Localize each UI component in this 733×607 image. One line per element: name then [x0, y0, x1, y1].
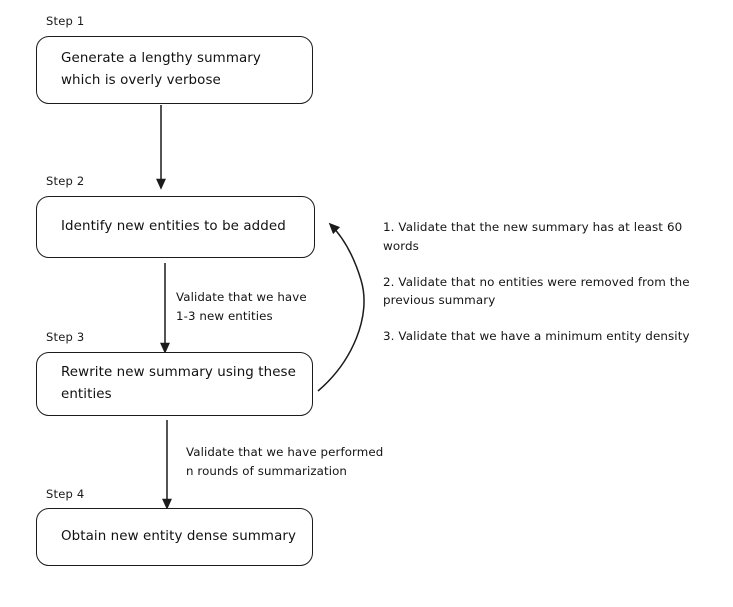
step-label-1: Step 1: [46, 14, 85, 28]
node-step-1[interactable]: Generate a lengthy summary which is over…: [36, 36, 313, 104]
node-step-3-text: Rewrite new summary using these entities: [61, 365, 296, 402]
node-step-1-text: Generate a lengthy summary which is over…: [61, 51, 261, 88]
node-step-3[interactable]: Rewrite new summary using these entities: [36, 352, 313, 416]
validation-list: 1. Validate that the new summary has at …: [383, 218, 703, 346]
step-label-4: Step 4: [46, 487, 85, 501]
validation-item-1: 1. Validate that the new summary has at …: [383, 220, 683, 253]
edge-label-step2-to-step3: Validate that we have 1-3 new entities: [176, 290, 307, 323]
edge-label-step3-to-step4: Validate that we have performed n rounds…: [186, 445, 384, 478]
validation-item-2: 2. Validate that no entities were remove…: [383, 274, 690, 308]
node-step-2[interactable]: Identify new entities to be added: [36, 196, 315, 258]
node-step-2-text: Identify new entities to be added: [61, 219, 286, 235]
node-step-4[interactable]: Obtain new entity dense summary: [36, 508, 313, 566]
node-step-4-text: Obtain new entity dense summary: [61, 529, 297, 545]
step-label-2: Step 2: [46, 174, 85, 188]
step-label-3: Step 3: [46, 330, 85, 344]
validation-item-3: 3. Validate that we have a minimum entit…: [383, 329, 690, 344]
